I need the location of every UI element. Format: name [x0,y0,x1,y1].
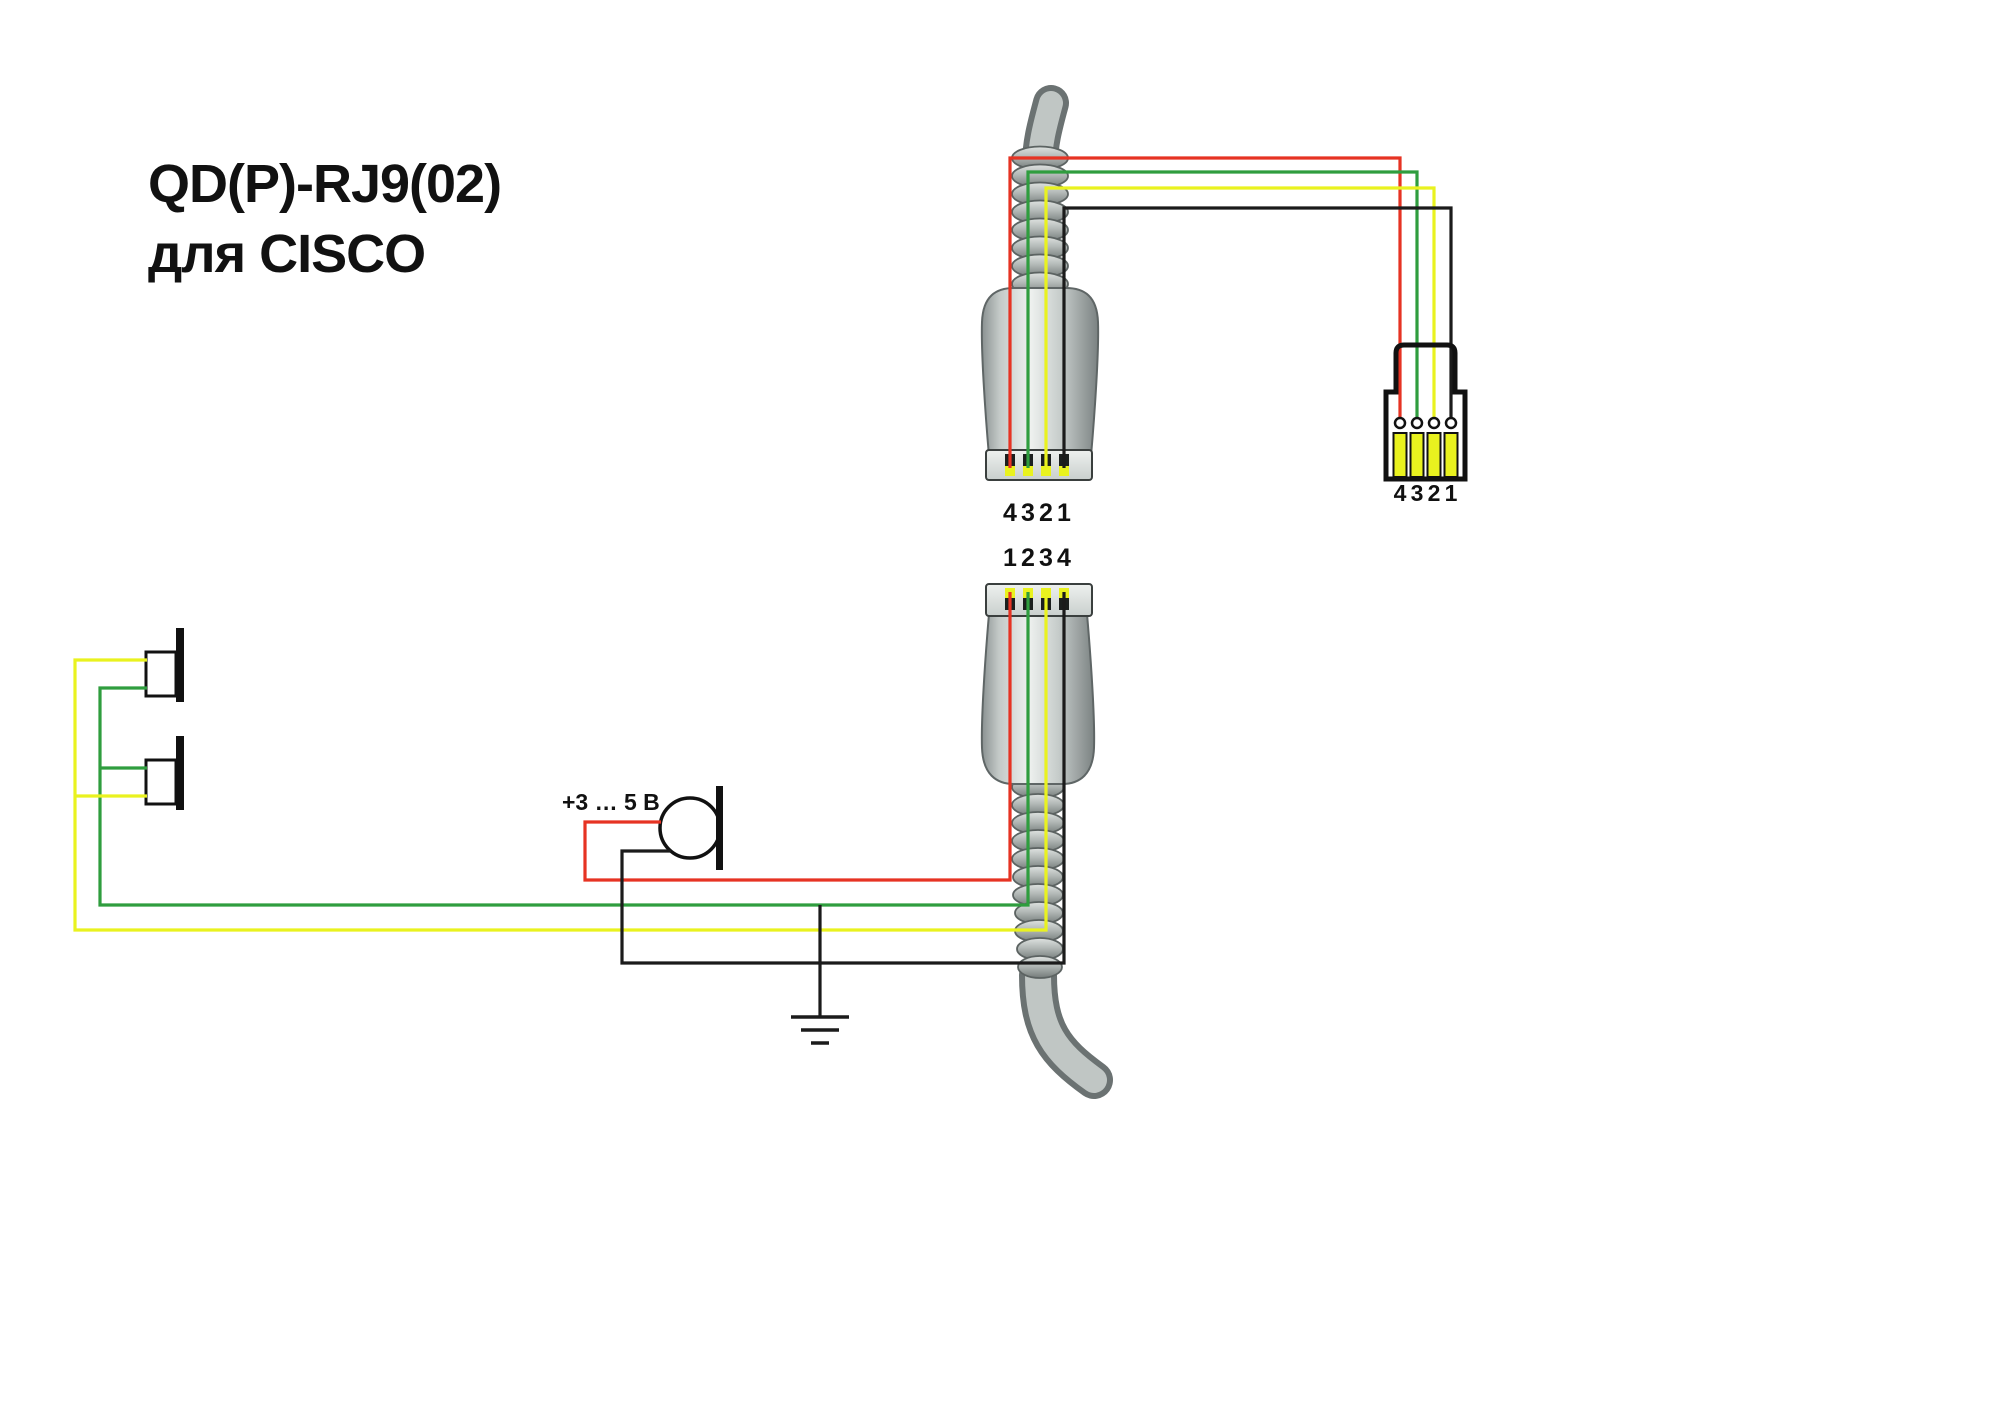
coiled-cable-bottom [1011,775,1065,979]
rj9-pin-label-2: 2 [1428,480,1441,506]
wire-red [583,156,1402,882]
qd-bottom-pin-label-4: 4 [1057,544,1071,572]
qd-top-body [980,287,1100,457]
contact-tip [1023,466,1033,476]
rj9-pin-label-3: 3 [1411,480,1424,506]
pin-hole [1393,416,1407,430]
wire-red-top [1008,156,1402,468]
cable-inner [1025,962,1107,1093]
contact-tip [1041,466,1051,476]
mic-plate [716,786,723,870]
wire-green-top [1026,170,1419,468]
qd-top-mating-face [985,449,1093,481]
speaker-top-body [144,650,178,698]
rj9-contact [1443,432,1459,478]
wire-black-bottom [620,592,1066,965]
speaker-top-diaphragm [176,628,184,702]
qd-top-pin-label-4: 4 [1003,499,1017,527]
qd-bottom-body [980,613,1096,785]
speaker-top [144,628,184,702]
qd-top-contact-tips [1005,466,1069,476]
wire-green-bottom [98,592,1030,907]
mic-voltage-label: +3 … 5 В [562,789,660,815]
ground-symbol [791,1015,849,1045]
cable-tail-bottom [1019,956,1113,1099]
wire-yellow-top [1044,186,1436,468]
coil-ring [1017,955,1063,979]
qd-top-pin-label-3: 3 [1021,499,1035,527]
wire-yellow-bottom [73,592,1048,932]
qd-bottom-pin-label-1: 1 [1003,544,1017,572]
wire-yellow [73,186,1436,932]
wire-green [98,170,1419,907]
diagram-title-line2: для CISCO [148,224,425,284]
pin-hole [1410,416,1424,430]
microphone-symbol [658,786,723,870]
qd-bottom-pin-label-3: 3 [1039,544,1053,572]
rj9-pin-label-1: 1 [1445,480,1458,506]
rj9-contact [1392,432,1408,478]
contact-tip [1005,466,1015,476]
speaker-bottom-diaphragm [176,736,184,810]
mic-circle [658,796,722,860]
rj9-pin-label-4: 4 [1394,480,1407,506]
qd-connector-bottom [980,583,1113,1099]
rj9-plug-outline [1383,342,1468,482]
diagram-title-line1: QD(P)-RJ9(02) [148,154,501,214]
rj9-pin-holes [1393,416,1458,430]
speaker-bottom-body [144,758,178,806]
qd-top-pin-label-1: 1 [1057,499,1071,527]
qd-bottom-mating-face [985,583,1093,617]
rj9-plug [1383,342,1468,482]
rj9-contacts [1392,432,1459,478]
pin-hole [1427,416,1441,430]
wire-black-top [1062,206,1453,468]
labels: QD(P)-RJ9(02) для CISCO 4 3 2 1 4 3 2 1 … [148,154,1458,815]
wire-black [620,206,1453,1045]
contact-tip [1059,466,1069,476]
wires [73,156,1453,1045]
rj9-contact [1426,432,1442,478]
speaker-bottom [144,736,184,810]
pin-hole [1444,416,1458,430]
qd-top-pin-label-2: 2 [1039,499,1053,527]
rj9-contact [1409,432,1425,478]
coiled-cable-top [1011,145,1069,297]
qd-bottom-pin-label-2: 2 [1021,544,1035,572]
wire-red-bottom [583,592,1012,882]
